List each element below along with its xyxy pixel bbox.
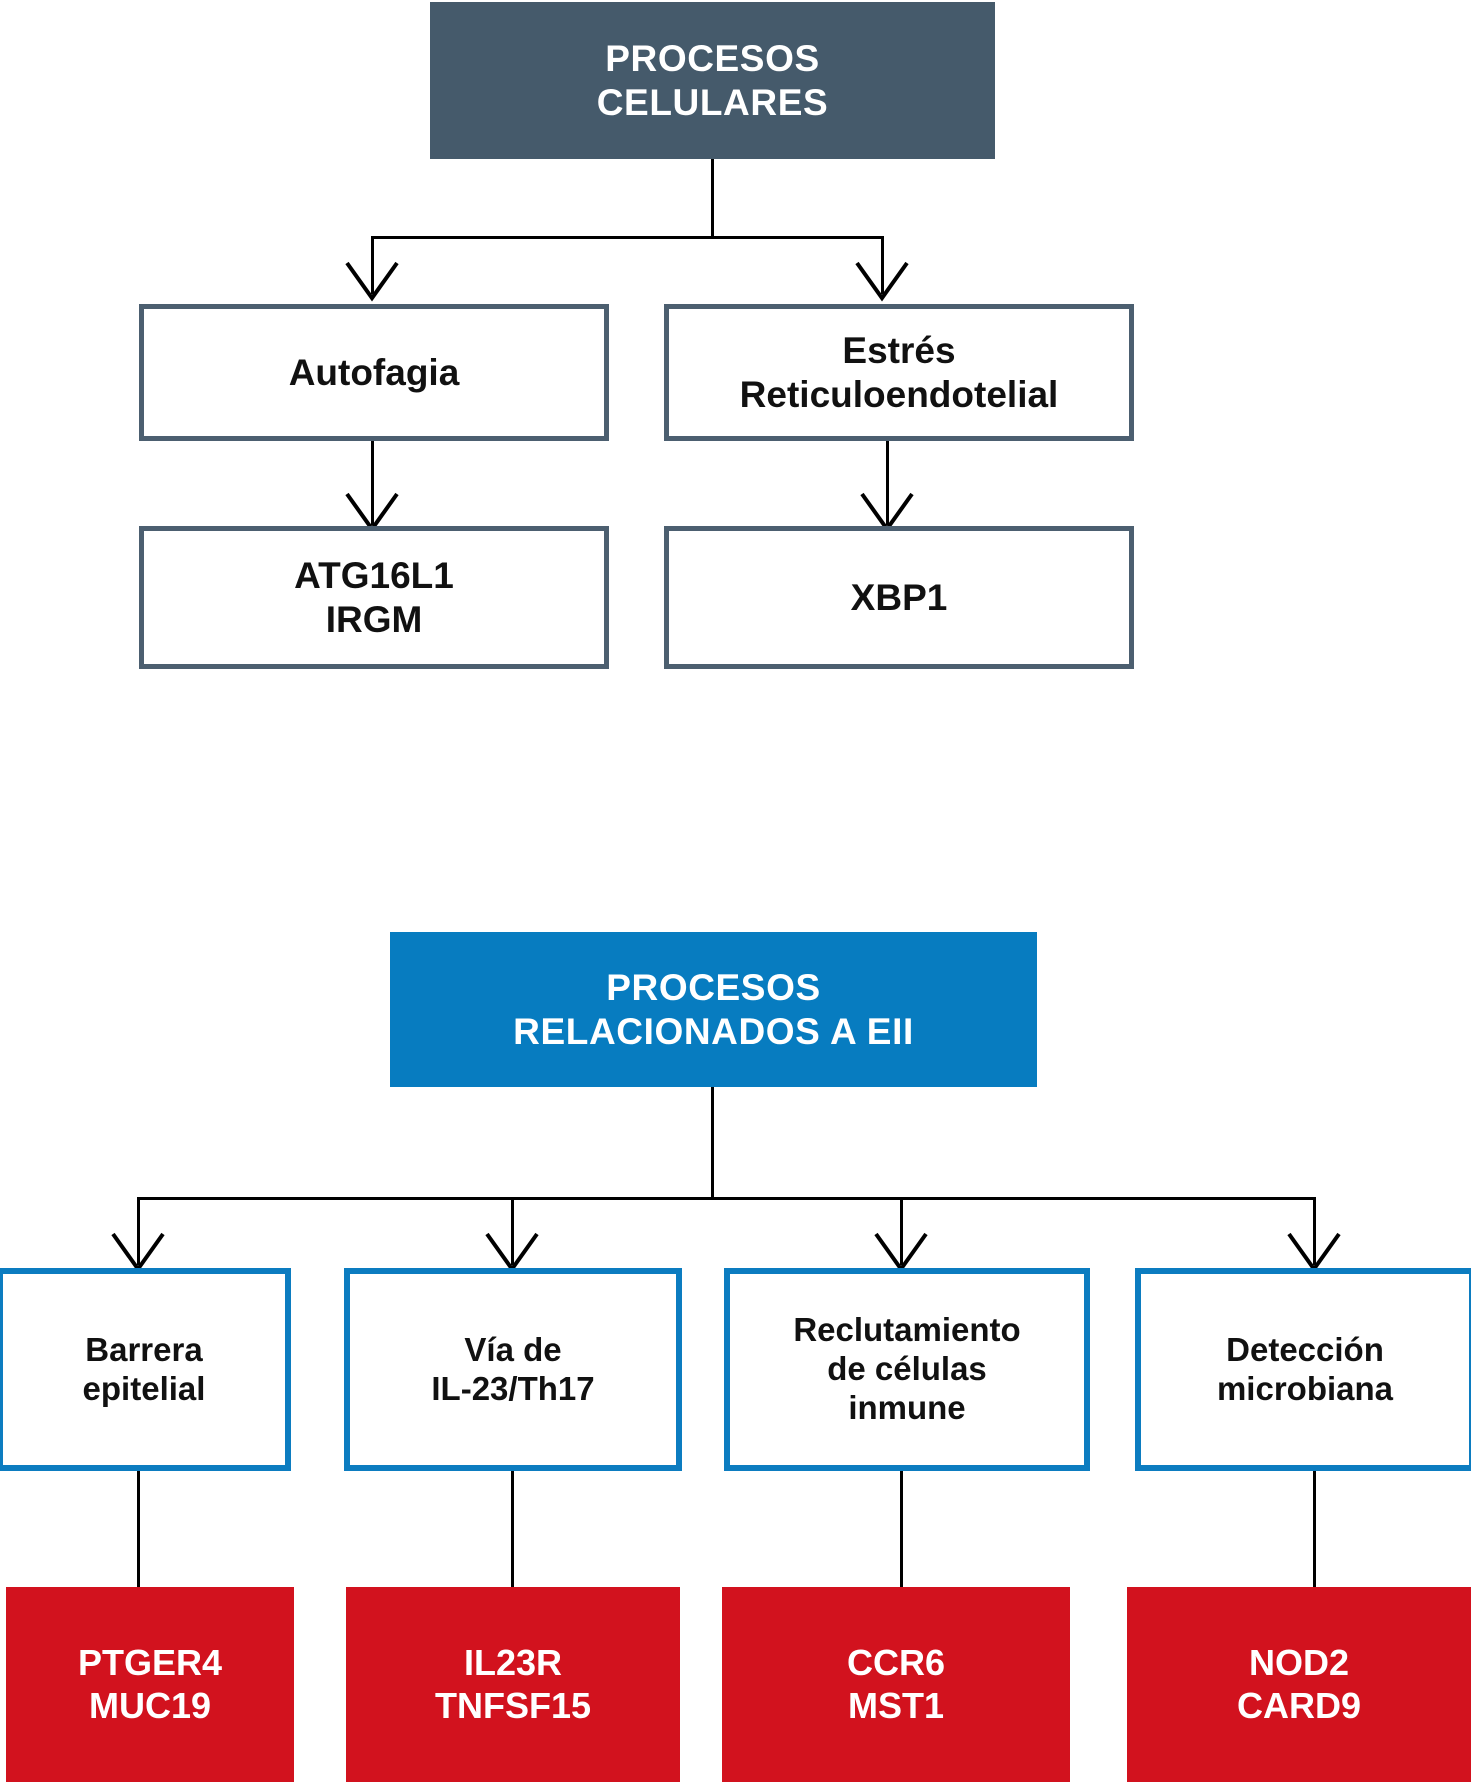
connector-eii-drop-3 [900,1197,903,1265]
gene-line-2: IRGM [325,598,423,640]
node-genes-xbp1-label: XBP1 [850,576,948,618]
header-eii-line-1: PROCESOS [606,966,821,1008]
red3-line-1: CCR6 [846,1642,945,1684]
proc3-line-1: Reclutamiento [793,1311,1021,1349]
connector-celulares-distributor [371,236,883,239]
node-genes-il23r-tnfsf15: IL23R TNFSF15 [346,1587,680,1782]
node-autofagia: Autofagia [139,304,609,441]
connector-celulares-drop-left [371,236,374,294]
node-via-il23-th17: Vía de IL-23/Th17 [344,1268,682,1471]
red4-line-1: NOD2 [1248,1642,1350,1684]
node-genes-nod2-card9-label: NOD2 CARD9 [1127,1642,1471,1727]
connector-eii-trunk [711,1087,714,1199]
red4-line-2: CARD9 [1236,1684,1361,1726]
header-line-1: PROCESOS [605,37,820,79]
header-procesos-celulares: PROCESOS CELULARES [430,2,995,159]
proc3-line-2: de células [827,1350,987,1388]
connector-via-to-genes [511,1471,514,1589]
connector-eii-drop-2 [511,1197,514,1265]
connector-eii-drop-4 [1313,1197,1316,1265]
node-reclutamiento-celulas-inmune: Reclutamiento de células inmune [724,1268,1090,1471]
connector-eii-distributor [137,1197,1315,1200]
node-barrera-epitelial-label: Barrera epitelial [3,1331,285,1409]
red1-line-1: PTGER4 [77,1642,223,1684]
connector-celulares-drop-right [881,236,884,294]
proc4-line-2: microbiana [1216,1369,1394,1407]
header-eii-line-2: RELACIONADOS A EII [513,1010,914,1052]
connector-reclutamiento-to-genes [900,1471,903,1589]
connector-barrera-to-genes [137,1471,140,1589]
node-autofagia-label: Autofagia [288,351,460,393]
connector-estres-to-genes [886,441,889,525]
node-genes-ccr6-mst1-label: CCR6 MST1 [722,1642,1070,1727]
node-genes-nod2-card9: NOD2 CARD9 [1127,1587,1471,1782]
node-via-il23-th17-label: Vía de IL-23/Th17 [350,1331,676,1409]
proc1-line-2: epitelial [82,1369,206,1407]
node-deteccion-microbiana-label: Detección microbiana [1141,1331,1469,1409]
node-genes-ptger4-muc19-label: PTGER4 MUC19 [6,1642,294,1727]
node-genes-atg16l1-irgm-label: ATG16L1 IRGM [144,554,604,641]
connector-autofagia-to-genes [371,441,374,525]
node-genes-ccr6-mst1: CCR6 MST1 [722,1587,1070,1782]
node-genes-il23r-tnfsf15-label: IL23R TNFSF15 [346,1642,680,1727]
node-genes-ptger4-muc19: PTGER4 MUC19 [6,1587,294,1782]
header-line-2: CELULARES [596,81,829,123]
red1-line-2: MUC19 [88,1684,212,1726]
header-procesos-celulares-label: PROCESOS CELULARES [430,37,995,124]
gene-line-1: ATG16L1 [294,554,454,596]
node-genes-xbp1: XBP1 [664,526,1134,669]
proc2-line-1: Vía de [464,1330,562,1368]
connector-celulares-trunk [711,159,714,237]
red3-line-2: MST1 [847,1684,944,1726]
header-procesos-relacionados-eii: PROCESOS RELACIONADOS A EII [390,932,1037,1087]
proc1-line-1: Barrera [85,1330,203,1368]
node-deteccion-microbiana: Detección microbiana [1135,1268,1471,1471]
red2-line-2: TNFSF15 [434,1684,592,1726]
node-genes-atg16l1-irgm: ATG16L1 IRGM [139,526,609,669]
proc3-line-3: inmune [848,1388,966,1426]
node-estres-reticuloendotelial: Estrés Reticuloendotelial [664,304,1134,441]
red2-line-1: IL23R [463,1642,563,1684]
node-estres-reticuloendotelial-label: Estrés Reticuloendotelial [669,329,1129,416]
node-estres-line-2: Reticuloendotelial [739,373,1059,415]
proc2-line-2: IL-23/Th17 [431,1369,595,1407]
node-reclutamiento-label: Reclutamiento de células inmune [730,1311,1084,1428]
connector-deteccion-to-genes [1313,1471,1316,1589]
proc4-line-1: Detección [1226,1330,1384,1368]
connector-eii-drop-1 [137,1197,140,1265]
node-barrera-epitelial: Barrera epitelial [0,1268,291,1471]
header-procesos-eii-label: PROCESOS RELACIONADOS A EII [390,966,1037,1053]
node-estres-line-1: Estrés [842,329,956,371]
